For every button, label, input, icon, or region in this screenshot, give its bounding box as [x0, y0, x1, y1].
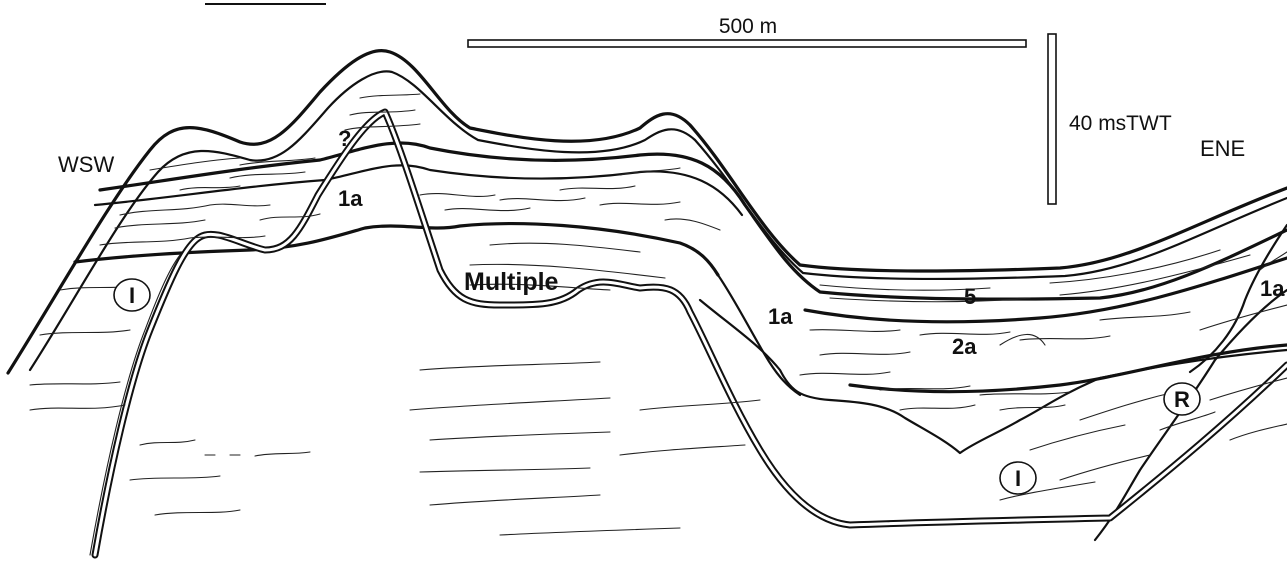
multiple-reflector-outer: [91, 108, 1287, 559]
horizon-a: [98, 141, 1287, 301]
valley-left-flank: [716, 273, 802, 397]
right-channel-wall-inner: [1188, 223, 1287, 374]
horizon-base-unit5: [803, 256, 1287, 324]
circled-unit-left: I: [113, 278, 151, 312]
vertical-scale-bar: 40 msTWT: [1047, 33, 1172, 205]
circled-unit-right: R: [1163, 382, 1201, 416]
horizontal-scale-label: 500 m: [719, 15, 777, 38]
svg-text:I: I: [129, 283, 135, 308]
label-wsw: WSW: [58, 152, 114, 177]
seafloor-horizon: [6, 49, 1287, 375]
vertical-scale-label: 40 msTWT: [1069, 112, 1172, 135]
horizon-c: [73, 221, 720, 277]
horizontal-scale-bar: 500 m: [467, 15, 1027, 48]
label-ene: ENE: [1200, 136, 1245, 161]
multiple-reflector-inner: [93, 110, 1287, 557]
valley-base-irregular: [698, 298, 1287, 455]
svg-text:I: I: [1015, 466, 1021, 491]
horizon-b: [93, 164, 744, 217]
circled-unit-center: I: [999, 461, 1037, 495]
label-unit-1a-right: 1a: [1260, 276, 1285, 301]
label-unit-5: 5: [964, 284, 976, 309]
seafloor-inner-horizon: [28, 70, 1287, 372]
label-unit-1a-mid: 1a: [768, 304, 793, 329]
label-question: ?: [338, 126, 351, 151]
label-unit-1a-left: 1a: [338, 186, 363, 211]
label-unit-2a: 2a: [952, 334, 977, 359]
reflector-texture: [29, 93, 1287, 536]
left-wall-line: [89, 254, 181, 556]
horizon-base-unit2a: [848, 343, 1287, 394]
label-multiple: Multiple: [464, 268, 559, 296]
svg-text:R: R: [1174, 387, 1190, 412]
